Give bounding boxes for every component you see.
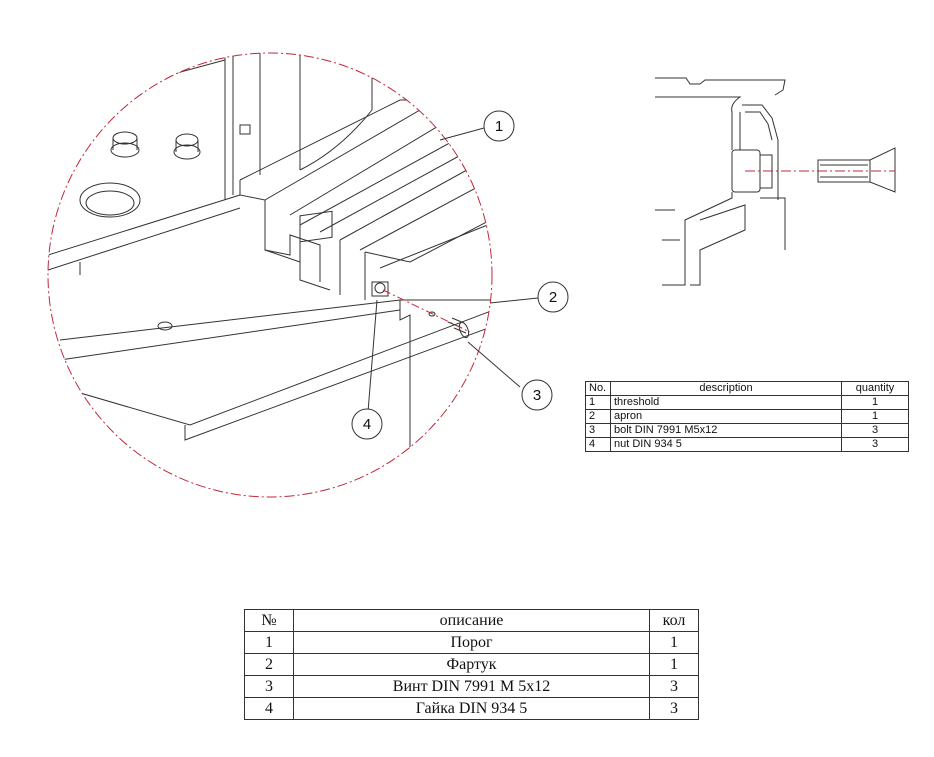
cell-quantity: 1 — [649, 631, 699, 654]
plate-hole — [79, 182, 141, 218]
cell-no: 1 — [244, 631, 294, 654]
header-description: описание — [293, 609, 650, 632]
header-quantity: кол — [649, 609, 699, 632]
nut-detail — [371, 281, 389, 297]
apron — [59, 299, 492, 480]
detail-boundary-circle — [47, 52, 493, 498]
cell-description: Порог — [293, 631, 650, 654]
cell-quantity: 1 — [649, 653, 699, 676]
header-no: No. — [585, 381, 611, 396]
svg-text:2: 2 — [549, 289, 557, 306]
cell-description: Винт DIN 7991 M 5x12 — [293, 675, 650, 698]
threshold-profile — [239, 99, 492, 300]
svg-text:1: 1 — [495, 118, 503, 135]
callout-1: 1 — [483, 110, 515, 142]
cell-description: threshold — [610, 395, 842, 410]
cell-no: 2 — [585, 409, 611, 424]
table-row: 4 nut DIN 934 5 3 — [585, 437, 909, 452]
callout-3: 3 — [521, 379, 553, 411]
cell-description: bolt DIN 7991 M5x12 — [610, 423, 842, 438]
table-row: 3 bolt DIN 7991 M5x12 3 — [585, 423, 909, 438]
svg-text:3: 3 — [533, 387, 541, 404]
parts-table-en: No. description quantity 1 threshold 1 2… — [585, 381, 909, 452]
cell-no: 3 — [244, 675, 294, 698]
cell-no: 1 — [585, 395, 611, 410]
table-row: 3 Винт DIN 7991 M 5x12 3 — [244, 675, 699, 698]
cell-no: 4 — [585, 437, 611, 452]
cell-quantity: 1 — [841, 395, 909, 410]
table-header-row: № описание кол — [244, 609, 699, 632]
hex-bolt-left — [110, 131, 140, 158]
cell-no: 3 — [585, 423, 611, 438]
cell-quantity: 3 — [841, 437, 909, 452]
cell-no: 2 — [244, 653, 294, 676]
header-no: № — [244, 609, 294, 632]
cell-quantity: 3 — [649, 697, 699, 720]
svg-text:4: 4 — [363, 416, 371, 433]
callout-4: 4 — [351, 408, 383, 440]
header-description: description — [610, 381, 842, 396]
table-row: 4 Гайка DIN 934 5 3 — [244, 697, 699, 720]
parts-table-ru: № описание кол 1 Порог 1 2 Фартук 1 3 Ви… — [244, 609, 699, 720]
cell-description: nut DIN 934 5 — [610, 437, 842, 452]
cell-quantity: 3 — [841, 423, 909, 438]
table-row: 2 apron 1 — [585, 409, 909, 424]
cell-no: 4 — [244, 697, 294, 720]
section-screw — [817, 147, 896, 193]
screw-exploded — [428, 311, 470, 339]
cell-quantity: 3 — [649, 675, 699, 698]
detail-view — [48, 53, 492, 480]
cell-description: Фартук — [293, 653, 650, 676]
section-view — [655, 77, 896, 286]
table-header-row: No. description quantity — [585, 381, 909, 396]
table-row: 1 threshold 1 — [585, 395, 909, 410]
header-quantity: quantity — [841, 381, 909, 396]
hex-bolt-right — [173, 133, 201, 160]
callout-2: 2 — [537, 281, 569, 313]
table-row: 1 Порог 1 — [244, 631, 699, 654]
table-row: 2 Фартук 1 — [244, 653, 699, 676]
cell-quantity: 1 — [841, 409, 909, 424]
cell-description: apron — [610, 409, 842, 424]
cell-description: Гайка DIN 934 5 — [293, 697, 650, 720]
